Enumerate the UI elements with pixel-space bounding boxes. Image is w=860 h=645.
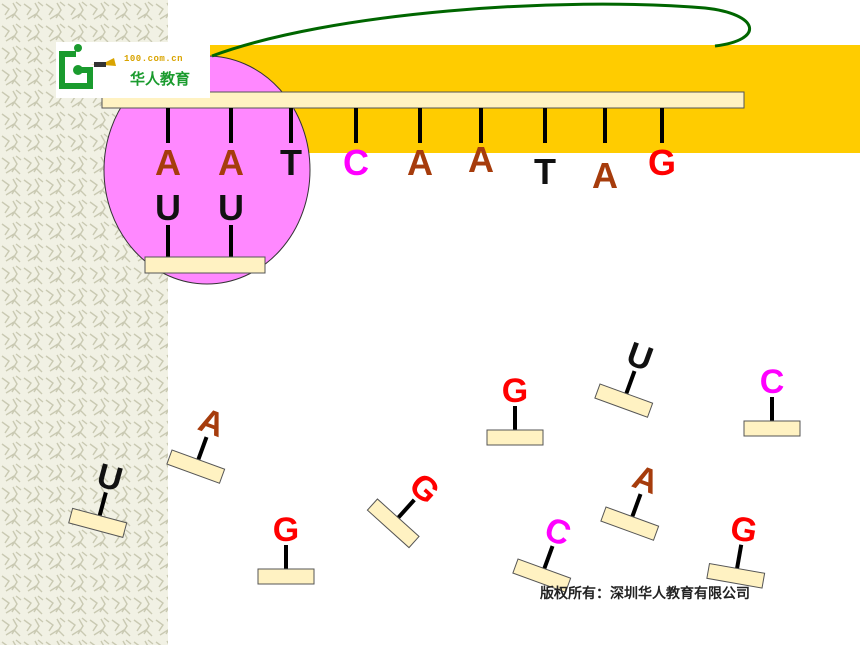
free-nucleotide-letter: U	[622, 335, 658, 379]
paired-base-2: U	[218, 187, 244, 258]
copyright-text: 版权所有：深圳华人教育有限公司	[540, 586, 750, 602]
template-base-letter: T	[280, 142, 302, 183]
free-nucleotide-letter: A	[628, 458, 664, 502]
template-base-letter: T	[534, 151, 556, 192]
logo-mark-icon	[59, 44, 116, 89]
paired-base-letter: U	[155, 187, 181, 228]
template-base-letter: A	[468, 139, 494, 180]
mrna-backbone	[101, 91, 745, 109]
template-base-4: C	[343, 108, 369, 183]
paired-base-letter: U	[218, 187, 244, 228]
template-base-letter: A	[218, 142, 244, 183]
mrna-tether	[211, 2, 751, 58]
template-base-8: A	[592, 108, 618, 196]
free-nucleotide-4: G	[486, 372, 544, 446]
template-base-6: A	[468, 108, 494, 180]
free-nucleotide-letter: G	[728, 509, 761, 551]
template-base-letter: C	[343, 142, 369, 183]
trna-block	[144, 256, 266, 274]
free-nucleotide-letter: C	[540, 510, 576, 554]
free-nucleotide-8: C	[512, 510, 576, 593]
template-base-7: T	[534, 108, 556, 192]
template-base-2: A	[218, 108, 244, 183]
free-nucleotide-9: A	[600, 458, 664, 541]
template-base-letter: A	[407, 142, 433, 183]
free-nucleotide-letter: G	[502, 372, 528, 410]
free-nucleotide-3: G	[257, 511, 315, 585]
free-nucleotide-5: G	[366, 466, 447, 549]
template-base-9: G	[648, 108, 676, 183]
template-base-letter: A	[592, 155, 618, 196]
logo-domain: 100.com.cn	[124, 54, 184, 64]
free-nucleotide-7: C	[743, 363, 801, 437]
free-nucleotide-1: A	[166, 401, 230, 484]
template-base-5: A	[407, 108, 433, 183]
template-base-1: A	[155, 108, 181, 183]
template-base-letter: A	[155, 142, 181, 183]
paired-base-1: U	[155, 187, 181, 258]
template-base-3: T	[280, 108, 302, 183]
logo: 100.com.cn 华人教育	[56, 42, 210, 98]
logo-name: 华人教育	[130, 70, 191, 88]
template-base-letter: G	[648, 142, 676, 183]
free-nucleotide-6: U	[594, 335, 658, 418]
free-nucleotide-letter: A	[194, 401, 230, 445]
free-nucleotide-letter: G	[273, 511, 299, 549]
free-nucleotide-10: G	[706, 509, 766, 589]
free-nucleotide-letter: C	[760, 363, 785, 401]
